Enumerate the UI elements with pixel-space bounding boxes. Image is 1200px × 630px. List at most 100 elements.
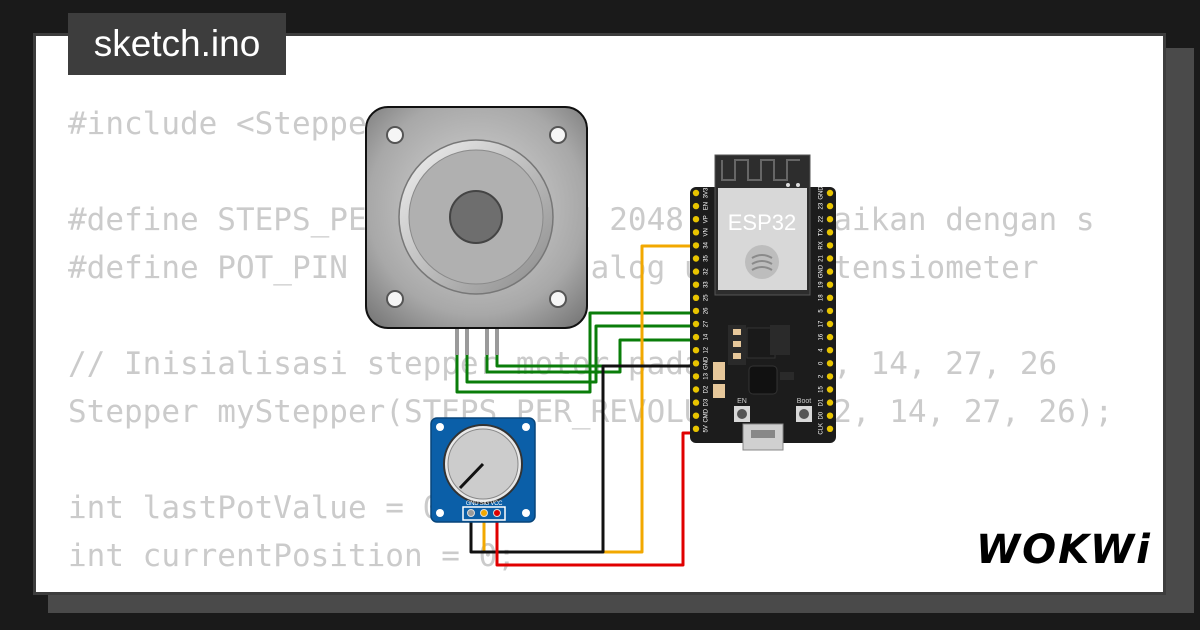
wire-black-gnd[interactable]	[469, 364, 697, 554]
pin-label: 23	[819, 202, 825, 209]
pin-label: D1	[819, 398, 825, 406]
pin-label: VN	[704, 228, 710, 236]
pin-label: 22	[819, 215, 825, 222]
header-pin[interactable]	[692, 255, 700, 262]
header-pin[interactable]	[826, 307, 834, 315]
pin-label: CMD	[704, 408, 710, 422]
wire-orange-signal[interactable]	[482, 244, 697, 554]
potentiometer[interactable]: GND SIG VCC	[430, 417, 536, 523]
header-pin[interactable]	[692, 281, 700, 288]
pin-label: 15	[819, 386, 825, 393]
header-pin[interactable]	[826, 268, 834, 275]
file-tab[interactable]: sketch.ino	[68, 13, 286, 75]
header-pin[interactable]	[692, 412, 700, 419]
mount-hole	[522, 509, 530, 517]
header-pin[interactable]	[826, 425, 834, 432]
header-pin[interactable]	[692, 333, 700, 341]
wire-red-vcc[interactable]	[495, 431, 697, 567]
pin-label: 5	[819, 309, 825, 313]
pin-sig	[480, 509, 488, 517]
wokwi-logo: WOKWi	[976, 527, 1152, 573]
header-pin[interactable]	[826, 202, 834, 210]
header-pin[interactable]	[692, 399, 700, 406]
pin-label: 21	[819, 255, 825, 262]
motor-shaft	[449, 190, 503, 244]
header-pin[interactable]	[692, 202, 700, 210]
mount-hole	[522, 423, 530, 431]
pin-label: D0	[819, 411, 825, 419]
pin-label: 3V3	[704, 187, 710, 198]
stepper-motor[interactable]	[365, 106, 588, 355]
pin-gnd	[467, 509, 475, 517]
pin-label: 34	[704, 241, 710, 248]
pin-vcc	[493, 509, 501, 517]
header-pin[interactable]	[826, 229, 834, 236]
boot-button-label: Boot	[797, 398, 811, 405]
header-pin[interactable]	[692, 294, 700, 301]
header-pin[interactable]	[692, 347, 700, 354]
pin-label: D3	[704, 398, 710, 406]
pin-label: 19	[819, 281, 825, 288]
pin-label: 35	[704, 255, 710, 262]
header-pin[interactable]	[692, 386, 700, 393]
mount-hole	[436, 509, 444, 517]
header-pin[interactable]	[826, 216, 834, 223]
header-pin[interactable]	[826, 242, 834, 249]
chip-label: ESP32	[728, 210, 797, 235]
header-pin[interactable]	[692, 425, 700, 432]
pin-label: D2	[704, 385, 710, 393]
header-pin[interactable]	[692, 320, 700, 328]
header-pin[interactable]	[826, 255, 834, 262]
esp32-board[interactable]: ESP32 3V3ENVPVN343532332526271412GND13D2…	[690, 154, 836, 451]
pin-label: 0	[819, 361, 825, 365]
mount-hole	[549, 290, 567, 308]
header-pin[interactable]	[826, 320, 834, 328]
header-pin[interactable]	[692, 268, 700, 275]
header-pin[interactable]	[692, 373, 700, 380]
pin-label: 16	[819, 333, 825, 340]
mount-hole	[549, 126, 567, 144]
header-pin[interactable]	[826, 373, 834, 380]
wire-green-1[interactable]	[455, 311, 697, 394]
pin-label: 33	[704, 281, 710, 288]
pin-label: GND	[819, 264, 825, 278]
header-pin[interactable]	[826, 386, 834, 393]
header-pin[interactable]	[826, 412, 834, 419]
pin-label: 18	[819, 294, 825, 301]
header-pin[interactable]	[692, 307, 700, 315]
pin-label: 13	[704, 372, 710, 379]
pin-label: 27	[704, 320, 710, 327]
wires	[455, 244, 697, 567]
header-pin[interactable]	[692, 216, 700, 223]
mount-hole	[386, 126, 404, 144]
en-button-label: EN	[737, 398, 747, 405]
header-pin[interactable]	[692, 360, 700, 367]
knob-indicator	[458, 462, 485, 490]
header-pin[interactable]	[692, 229, 700, 236]
header-pin[interactable]	[826, 333, 834, 341]
pin-label: VP	[704, 215, 710, 223]
code-line: int lastPotValue = 0;	[68, 490, 460, 526]
pin-label: 4	[819, 348, 825, 352]
header-pin[interactable]	[826, 347, 834, 354]
header-pin[interactable]	[826, 399, 834, 406]
wire-green-3[interactable]	[485, 338, 697, 374]
mount-hole	[436, 423, 444, 431]
pin-label: 5V	[704, 425, 710, 432]
pot-pin-labels: GND SIG VCC	[466, 501, 503, 507]
header-pin[interactable]	[692, 189, 700, 197]
pin-label: RX	[819, 241, 825, 249]
pin-label: 12	[704, 346, 710, 353]
pin-label: CLK	[819, 423, 825, 435]
header-pin[interactable]	[826, 294, 834, 301]
pin-label: 17	[819, 320, 825, 327]
wire-green-2[interactable]	[465, 324, 697, 384]
header-pin[interactable]	[826, 281, 834, 288]
pin-label: 25	[704, 294, 710, 301]
pin-label: GND	[819, 186, 825, 200]
header-pin[interactable]	[826, 189, 834, 197]
pin-label: 14	[704, 333, 710, 340]
pin-label: GND	[704, 356, 710, 370]
header-pin[interactable]	[692, 242, 700, 249]
header-pin[interactable]	[826, 360, 834, 367]
